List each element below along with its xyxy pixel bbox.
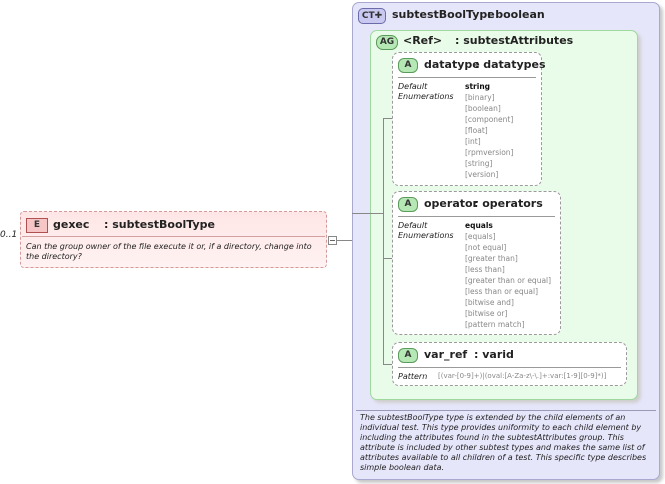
default-label: Default [398,82,428,91]
connector-line [337,240,352,241]
tree-branch-varref [383,364,392,365]
enum-value: [binary] [465,93,495,102]
attribute-badge: A [398,197,418,212]
enum-value: [less than] [465,265,505,274]
attribute-divider [398,216,555,217]
element-name: gexec [53,218,90,231]
complex-type-name: subtestBoolType [392,8,495,21]
attribute-type: : operators [474,197,543,210]
attribute-group-ref: <Ref> [403,34,443,47]
attribute-type: : datatypes [475,58,546,71]
enum-value: [string] [465,159,493,168]
enum-value: [rpmversion] [465,148,514,157]
complex-type-badge: CT✚ [358,8,386,24]
enum-value: [not equal] [465,243,507,252]
default-value: string [465,82,491,91]
enumerations-label: Enumerations [398,231,454,240]
attribute-name: datatype [424,58,480,71]
enum-value: [int] [465,137,481,146]
enumerations-label: Enumerations [398,92,454,101]
element-description: Can the group owner of the file execute … [26,242,312,261]
default-value: equals [465,221,493,230]
occurrence-label: 0..1 [0,230,18,240]
attribute-name: var_ref [424,348,468,361]
enum-value: [equals] [465,232,496,241]
attribute-group-type: : subtestAttributes [455,34,574,47]
pattern-value: [(var-[0-9]+)|(oval:[A-Za-z\-\.]+:var:[1… [438,372,607,380]
attribute-divider [398,77,536,78]
attribute-group-badge: AG [376,35,398,50]
attribute-box-datatype[interactable] [392,52,542,186]
tree-branch-datatype [383,118,392,119]
element-type: : subtestBoolType [104,218,215,231]
enum-value: [less than or equal] [465,287,539,296]
enum-value: [boolean] [465,104,501,113]
sequence-connector[interactable] [328,236,337,245]
tree-branch-operator [383,258,392,259]
enum-value: [float] [465,126,488,135]
pattern-label: Pattern [398,372,428,381]
element-box-gexec[interactable] [20,211,327,268]
attribute-box-var-ref[interactable] [392,342,627,386]
enum-value: [greater than or equal] [465,276,552,285]
enum-value: [greater than] [465,254,518,263]
default-label: Default [398,221,428,230]
element-divider [22,236,325,237]
plus-icon: ✚ [374,11,383,21]
complex-type-description: The subtestBoolType type is extended by … [360,413,647,472]
element-badge: E [26,218,48,233]
attribute-box-operator[interactable] [392,191,561,335]
complex-type-type: : boolean [487,8,545,21]
attribute-name: operator [424,197,478,210]
tree-branch-ag [352,213,383,214]
enum-value: [version] [465,170,499,179]
enum-value: [bitwise or] [465,309,508,318]
attribute-badge: A [398,348,418,363]
enum-value: [component] [465,115,514,124]
enum-value: [bitwise and] [465,298,514,307]
tree-line [383,118,384,364]
complex-type-divider [356,410,656,411]
attribute-divider [398,367,621,368]
attribute-type: : varid [474,348,514,361]
enum-value: [pattern match] [465,320,525,329]
attribute-badge: A [398,58,418,73]
